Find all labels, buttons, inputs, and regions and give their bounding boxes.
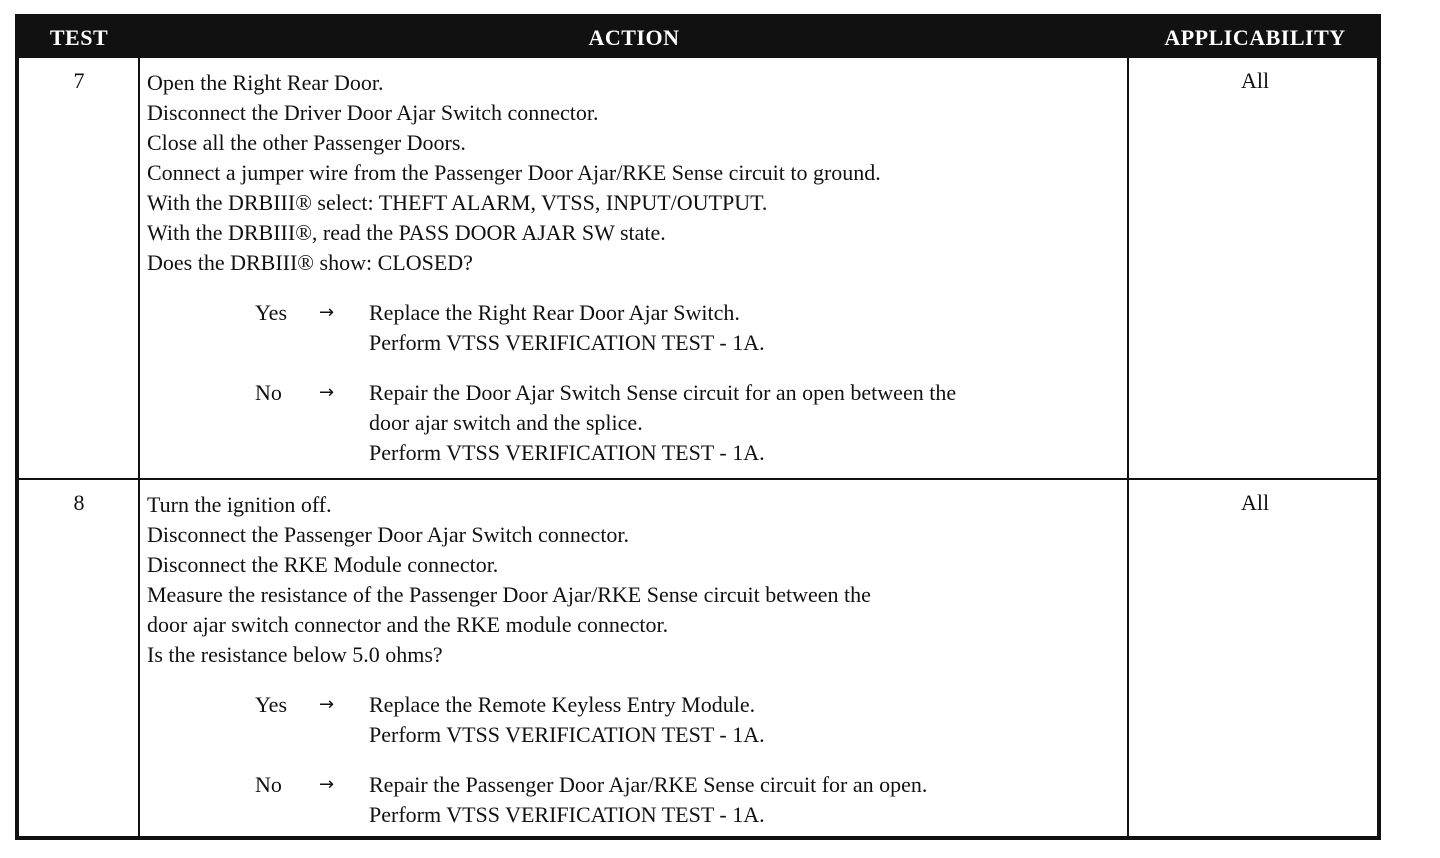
answer-label: Yes — [255, 692, 288, 717]
action-step: Turn the ignition off. — [147, 492, 332, 517]
column-divider-test — [138, 58, 140, 836]
answer-list: Yes → Replace the Remote Keyless Entry M… — [147, 690, 1122, 830]
action-step: With the DRBIII®, read the PASS DOOR AJA… — [147, 220, 666, 245]
answer-list: Yes → Replace the Right Rear Door Ajar S… — [147, 298, 1122, 468]
response-line: Repair the Passenger Door Ajar/RKE Sense… — [369, 772, 928, 797]
answer-label: No — [255, 772, 282, 797]
diagnostic-table: TEST ACTION APPLICABILITY 7 Open the Rig… — [15, 14, 1381, 840]
answer-yes: Yes → Replace the Right Rear Door Ajar S… — [255, 298, 1122, 358]
arrow-right-icon: → — [319, 774, 335, 795]
header-test: TEST — [49, 25, 109, 50]
table-header: TEST ACTION APPLICABILITY — [19, 18, 1377, 58]
answer-no: No → Repair the Door Ajar Switch Sense c… — [255, 378, 1122, 468]
header-action: ACTION — [588, 25, 680, 50]
response-line: Perform VTSS VERIFICATION TEST - 1A. — [369, 722, 765, 747]
answer-yes: Yes → Replace the Remote Keyless Entry M… — [255, 690, 1122, 750]
answer-response: Repair the Door Ajar Switch Sense circui… — [369, 378, 1122, 468]
response-line: Perform VTSS VERIFICATION TEST - 1A. — [369, 330, 765, 355]
action-step: door ajar switch connector and the RKE m… — [147, 612, 669, 637]
action-step: Disconnect the Passenger Door Ajar Switc… — [147, 522, 630, 547]
test-number: 7 — [73, 68, 85, 93]
answer-response: Replace the Remote Keyless Entry Module.… — [369, 690, 1122, 750]
arrow-right-icon: → — [319, 302, 335, 323]
table-row-test-8: 8 Turn the ignition off. Disconnect the … — [19, 480, 1377, 840]
action-step: Disconnect the RKE Module connector. — [147, 552, 499, 577]
applicability-value: All — [1240, 68, 1270, 93]
response-line: Perform VTSS VERIFICATION TEST - 1A. — [369, 440, 765, 465]
row-divider — [19, 478, 1377, 480]
arrow-right-icon: → — [319, 382, 335, 403]
action-step: Does the DRBIII® show: CLOSED? — [147, 250, 473, 275]
action-cell: Turn the ignition off. Disconnect the Pa… — [147, 490, 1122, 850]
action-step: Disconnect the Driver Door Ajar Switch c… — [147, 100, 599, 125]
action-step: With the DRBIII® select: THEFT ALARM, VT… — [147, 190, 768, 215]
action-cell: Open the Right Rear Door. Disconnect the… — [147, 68, 1122, 488]
action-step: Open the Right Rear Door. — [147, 70, 384, 95]
header-applicability: APPLICABILITY — [1164, 25, 1346, 50]
answer-label: No — [255, 380, 282, 405]
response-line: door ajar switch and the splice. — [369, 410, 643, 435]
answer-response: Replace the Right Rear Door Ajar Switch.… — [369, 298, 1122, 358]
response-line: Replace the Remote Keyless Entry Module. — [369, 692, 756, 717]
action-step: Close all the other Passenger Doors. — [147, 130, 466, 155]
response-line: Repair the Door Ajar Switch Sense circui… — [369, 380, 957, 405]
action-step: Measure the resistance of the Passenger … — [147, 582, 871, 607]
action-step: Is the resistance below 5.0 ohms? — [147, 642, 443, 667]
answer-label: Yes — [255, 300, 288, 325]
column-divider-applicability — [1127, 58, 1129, 836]
response-line: Replace the Right Rear Door Ajar Switch. — [369, 300, 740, 325]
response-line: Perform VTSS VERIFICATION TEST - 1A. — [369, 802, 765, 827]
test-number: 8 — [73, 490, 85, 515]
answer-response: Repair the Passenger Door Ajar/RKE Sense… — [369, 770, 1122, 830]
action-step: Connect a jumper wire from the Passenger… — [147, 160, 881, 185]
arrow-right-icon: → — [319, 694, 335, 715]
table-row-test-7: 7 Open the Right Rear Door. Disconnect t… — [19, 58, 1377, 478]
applicability-value: All — [1240, 490, 1270, 515]
answer-no: No → Repair the Passenger Door Ajar/RKE … — [255, 770, 1122, 830]
